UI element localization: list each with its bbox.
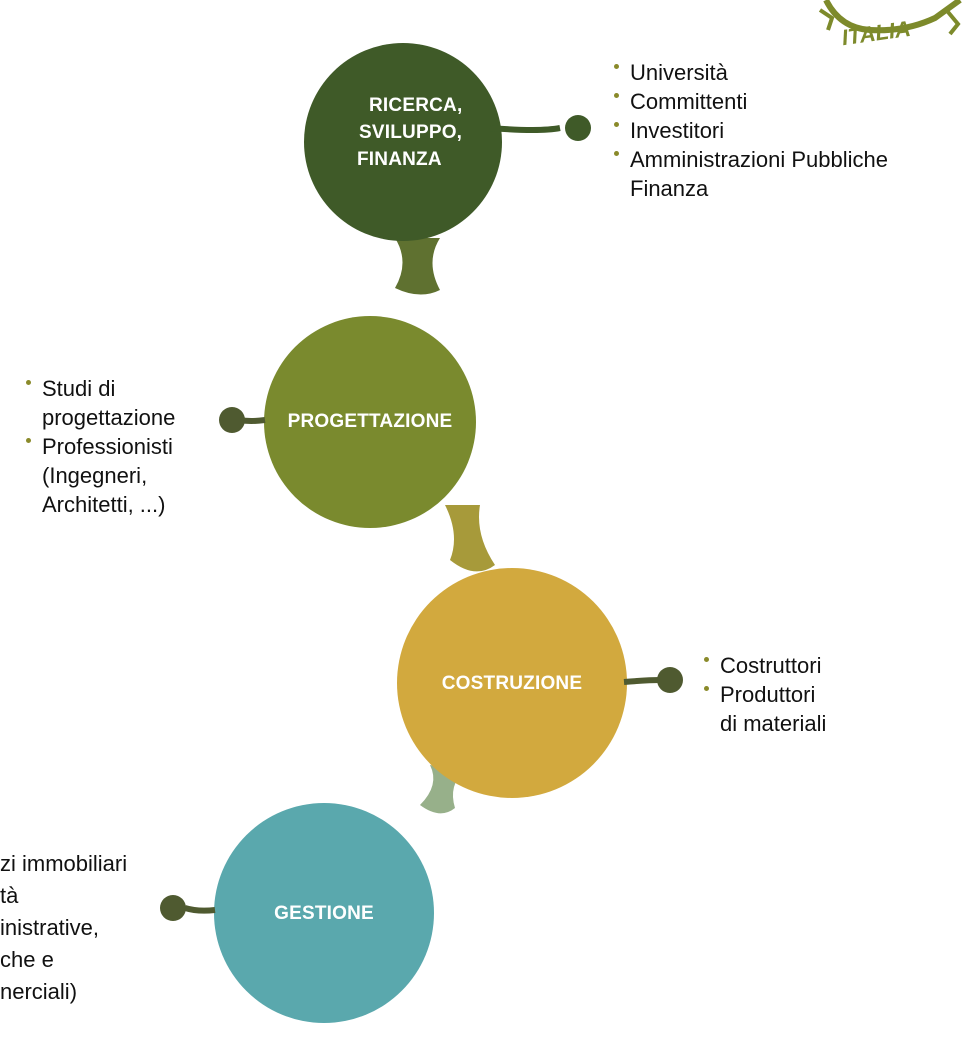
list-item-text: Produttori (720, 682, 816, 707)
list-item-text: tà (0, 883, 19, 908)
stage-label-gestione: GESTIONE (244, 900, 404, 927)
connector-knob-gestione (160, 895, 186, 921)
list-item-text: Committenti (630, 89, 748, 114)
list-item-text: Amministrazioni Pubbliche (630, 147, 888, 172)
list-item-continuation: di materiali (720, 711, 827, 736)
list-ricerca: Università Committenti Investitori Ammin… (612, 58, 888, 203)
stage-circle-costruzione (397, 568, 627, 798)
connector-gestione (160, 895, 216, 921)
stage-label-line: COSTRUZIONE (441, 673, 583, 694)
list-item: Università (612, 58, 888, 87)
list-item-text: Studi di (42, 376, 116, 401)
list-item-continuation: progettazione (42, 405, 176, 430)
list-item-text: nerciali) (0, 979, 78, 1004)
bullet-icon (614, 64, 619, 69)
neck-ricerca-progettazione (395, 238, 440, 295)
list-item-continuation: Finanza (630, 176, 709, 201)
stage-label-line: GESTIONE (274, 903, 374, 924)
list-item-text: che e (0, 947, 54, 972)
list-item-text: inistrative, (0, 915, 100, 940)
stage-label-costruzione: COSTRUZIONE (417, 670, 607, 697)
stage-label-line: PROGETTAZIONE (287, 411, 453, 432)
list-item: Studi di progettazione (24, 374, 175, 432)
connector-knob-costruzione (657, 667, 683, 693)
connector-progettazione (219, 407, 266, 433)
list-item-text: zi immobiliari (0, 851, 128, 876)
logo-arc (823, 0, 962, 34)
list-item: Committenti (612, 87, 888, 116)
logo: ITALIA (818, 0, 962, 50)
stage-circle-gestione (214, 803, 434, 1023)
bullet-icon (614, 122, 619, 127)
connector-knob-progettazione (219, 407, 245, 433)
neck-progettazione-costruzione (445, 505, 495, 572)
stage-label-line: FINANZA (357, 149, 442, 170)
stage-label-ricerca: RICERCA, SVILUPPO, FINANZA (357, 92, 497, 173)
stage-circle-progettazione (264, 316, 476, 528)
stage-circle-ricerca (304, 43, 502, 241)
bullet-icon (26, 438, 31, 443)
connector-ricerca (489, 115, 591, 141)
list-item-continuation: Architetti, ...) (42, 492, 166, 517)
list-progettazione: Studi di progettazione Professionisti (Ing… (24, 374, 175, 519)
bullet-icon (704, 686, 709, 691)
list-item-text: Costruttori (720, 653, 822, 678)
logo-text: ITALIA (840, 16, 912, 50)
list-item-text: Professionisti (42, 434, 173, 459)
list-item: Costruttori (702, 651, 826, 680)
stage-label-line: SVILUPPO, (359, 122, 463, 143)
stage-label-line: RICERCA, (369, 95, 463, 116)
stage-label-progettazione: PROGETTAZIONE (282, 408, 458, 435)
logo-mark-left (818, 8, 835, 31)
connector-costruzione (623, 667, 683, 693)
list-item: Professionisti (Ingegneri, Architetti, ...… (24, 432, 175, 519)
bullet-icon (26, 380, 31, 385)
list-gestione: zi immobiliari tà inistrative, che e ner… (0, 848, 127, 1008)
list-item: Produttori di materiali (702, 680, 826, 738)
connector-knob-ricerca (565, 115, 591, 141)
logo-mark-right (946, 10, 961, 36)
list-item-text: Investitori (630, 118, 725, 143)
list-costruzione: Costruttori Produttori di materiali (702, 651, 826, 738)
bullet-icon (704, 657, 709, 662)
list-item: Investitori (612, 116, 888, 145)
list-item-text: Università (630, 60, 728, 85)
bullet-icon (614, 151, 619, 156)
list-item-continuation: (Ingegneri, (42, 463, 148, 488)
bullet-icon (614, 93, 619, 98)
